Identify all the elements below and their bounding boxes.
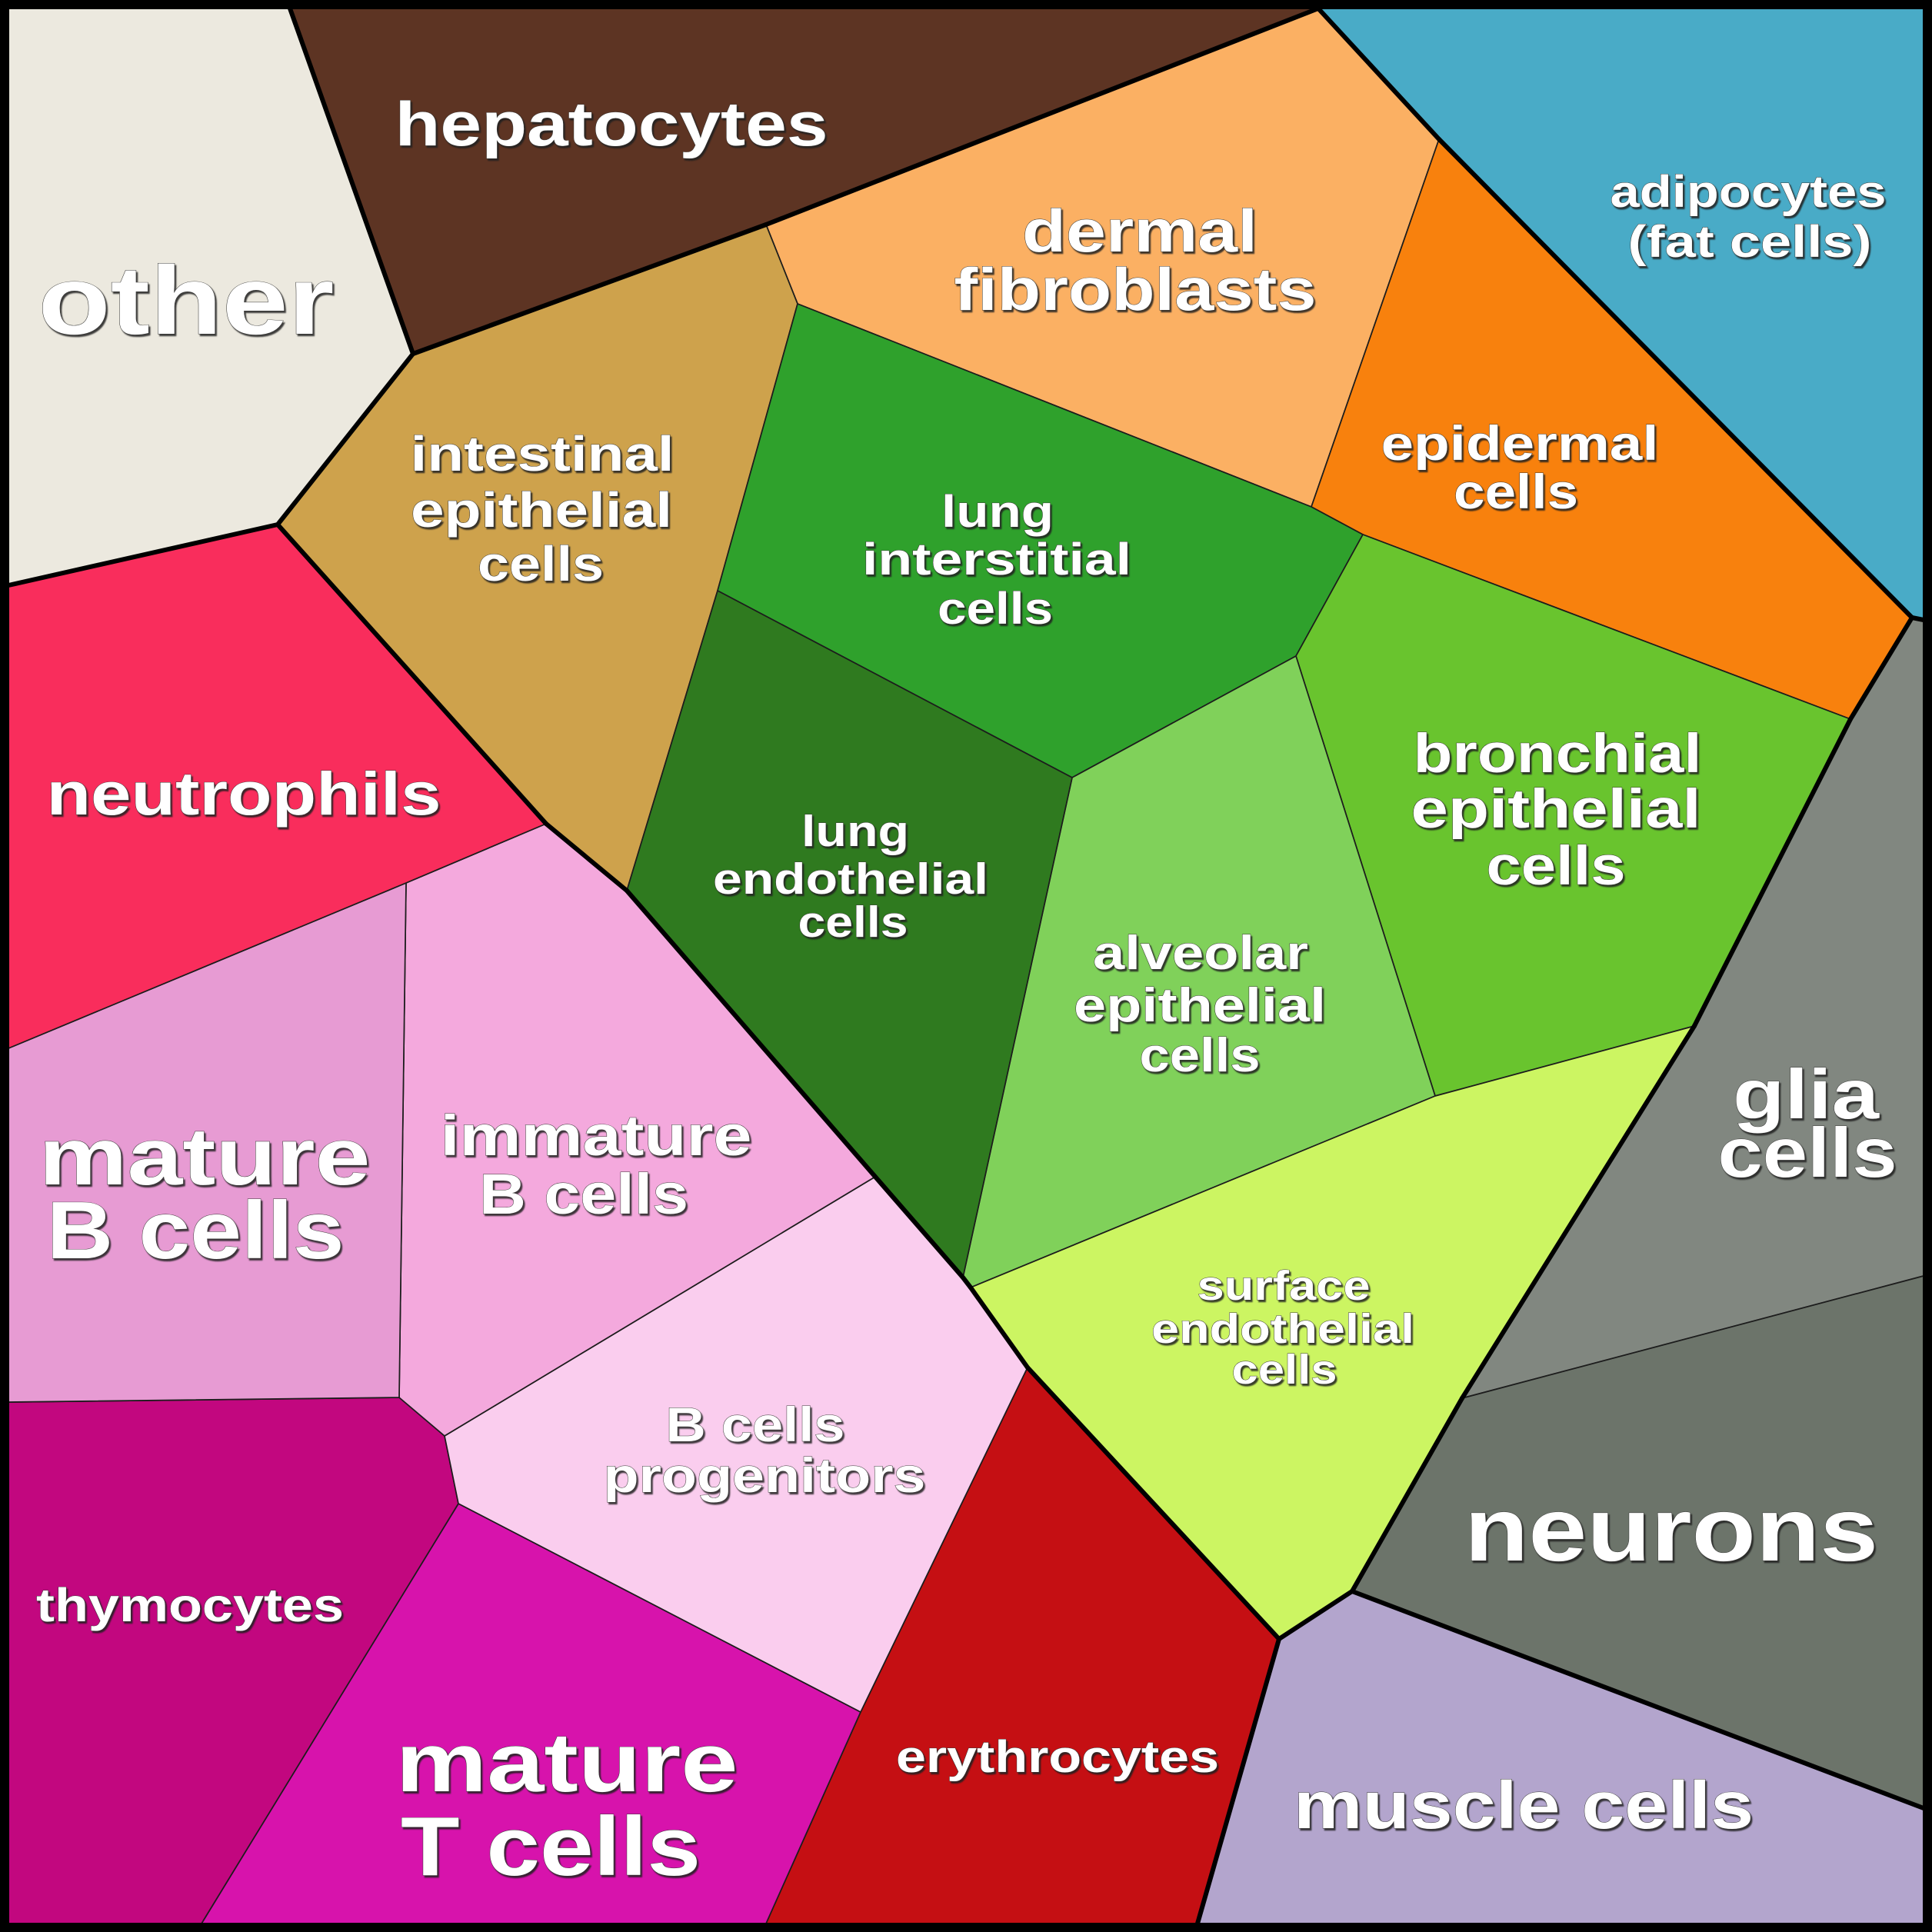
svg-text:(fat cells): (fat cells) — [1628, 217, 1872, 267]
svg-text:cells: cells — [1232, 1347, 1337, 1393]
svg-text:endothelial: endothelial — [1151, 1306, 1414, 1352]
svg-text:neutrophils: neutrophils — [47, 759, 441, 828]
svg-text:hepatocytes: hepatocytes — [395, 90, 828, 159]
svg-text:epithelial: epithelial — [411, 482, 672, 538]
svg-text:other: other — [38, 246, 335, 355]
svg-text:B cells: B cells — [666, 1398, 845, 1452]
svg-text:intestinal: intestinal — [411, 426, 675, 481]
svg-text:cells: cells — [1487, 836, 1626, 897]
svg-text:B cells: B cells — [479, 1162, 688, 1226]
svg-text:fibroblasts: fibroblasts — [954, 257, 1317, 323]
svg-text:surface: surface — [1198, 1263, 1371, 1309]
svg-text:progenitors: progenitors — [604, 1449, 926, 1503]
svg-text:epithelial: epithelial — [1074, 979, 1326, 1032]
svg-text:endothelial: endothelial — [713, 854, 988, 903]
svg-text:immature: immature — [441, 1104, 752, 1168]
svg-text:cells: cells — [1140, 1029, 1261, 1082]
svg-text:muscle cells: muscle cells — [1294, 1768, 1754, 1843]
svg-text:epidermal: epidermal — [1381, 417, 1659, 471]
svg-text:cells: cells — [938, 584, 1053, 634]
svg-text:lung: lung — [801, 807, 909, 855]
svg-text:erythrocytes: erythrocytes — [896, 1732, 1219, 1782]
svg-text:neurons: neurons — [1464, 1479, 1878, 1580]
svg-text:B cells: B cells — [47, 1185, 345, 1276]
svg-text:interstitial: interstitial — [862, 535, 1131, 585]
svg-text:glia: glia — [1733, 1055, 1880, 1134]
svg-text:dermal: dermal — [1022, 198, 1257, 265]
svg-text:cells: cells — [1454, 465, 1578, 519]
svg-text:alveolar: alveolar — [1093, 927, 1308, 980]
svg-text:T cells: T cells — [401, 1800, 701, 1894]
svg-text:lung: lung — [941, 487, 1054, 537]
svg-text:cells: cells — [798, 898, 908, 946]
svg-text:adipocytes: adipocytes — [1611, 167, 1887, 217]
svg-text:thymocytes: thymocytes — [36, 1579, 344, 1631]
svg-text:bronchial: bronchial — [1414, 724, 1702, 784]
svg-text:mature: mature — [39, 1111, 371, 1202]
svg-text:mature: mature — [396, 1716, 738, 1810]
svg-text:epithelial: epithelial — [1411, 779, 1701, 840]
svg-text:cells: cells — [1718, 1114, 1897, 1192]
svg-text:cells: cells — [478, 536, 604, 591]
